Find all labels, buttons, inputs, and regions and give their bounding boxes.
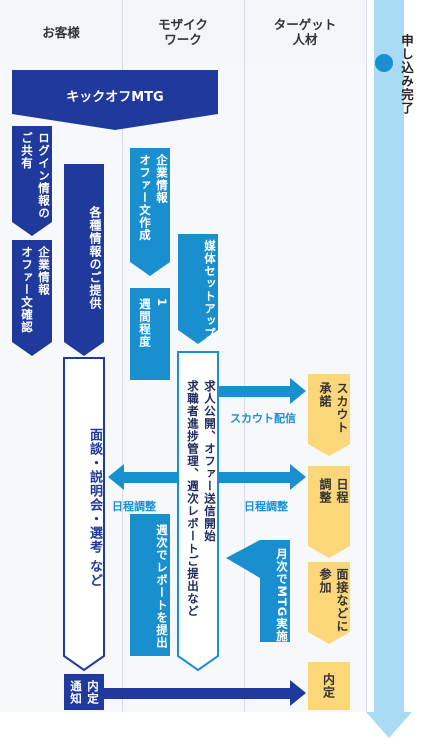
- column-header-target: ターゲット 人材: [273, 17, 337, 47]
- schedule-adjust-shape: [308, 466, 350, 558]
- scout-send-label: スカウト配信: [230, 412, 296, 425]
- info-provide-label: 各種情報のご提供: [88, 206, 102, 310]
- job-publish-label: 求人公開、オファー送信開始 求職者進捗管理、週次レポートご提出など: [186, 380, 217, 618]
- monthly-mtg-shape: [226, 540, 290, 642]
- schedule-adjust-label: 日程 調整: [318, 478, 349, 504]
- divider-1: [122, 0, 123, 712]
- schedule-right-label: 日程調整: [244, 500, 288, 513]
- login-share-label: ログイン情報の ご共有: [20, 132, 51, 220]
- company-offer-check-shape: [12, 240, 52, 356]
- interview-label: 面談・説明会・選考 など: [87, 428, 102, 588]
- monthly-mtg-label: 月次でMTG実施: [275, 548, 289, 643]
- timeline-label: 申し込み完了: [399, 34, 414, 115]
- kickoff-label: キックオフMTG: [66, 90, 164, 105]
- divider-3: [366, 0, 367, 712]
- naitei-arrow-body: [104, 688, 292, 699]
- info-provide-shape: [64, 164, 104, 356]
- timeline-dot: [375, 54, 393, 72]
- media-setup-label: 媒体セットアップ: [203, 240, 217, 340]
- login-share-shape: [12, 126, 52, 236]
- header-band: [0, 0, 366, 64]
- scout-send-arrowhead: [290, 378, 306, 404]
- naitei-notice-shape: [64, 674, 104, 710]
- schedule-right-arrow-body: [218, 472, 292, 483]
- naitei-notice-label: 内定 通知: [69, 679, 100, 705]
- scout-accept-label: スカウト 承諾: [318, 382, 349, 434]
- divider-2: [244, 0, 245, 712]
- naitei-shape: [308, 662, 350, 710]
- scout-accept-shape: [308, 374, 350, 456]
- interview-shape: [63, 357, 105, 672]
- naitei-label: 内定: [321, 673, 336, 699]
- timeline-arrowhead: [366, 712, 412, 738]
- schedule-left-arrowhead: [108, 464, 124, 490]
- schedule-right-arrowhead: [290, 464, 306, 490]
- one-week-label: 1 週間程度: [138, 298, 169, 348]
- company-offer-create-shape: [130, 148, 170, 276]
- schedule-left-label: 日程調整: [112, 500, 156, 513]
- interview-join-shape: [308, 562, 350, 644]
- naitei-arrowhead: [290, 680, 306, 706]
- scout-send-arrow-body: [218, 386, 292, 397]
- weekly-report-shape: [130, 514, 170, 656]
- column-header-mosaic: モザイク ワーク: [158, 17, 208, 47]
- kickoff-shape: [12, 70, 218, 130]
- interview-join-label: 面接などに 参加: [318, 568, 349, 633]
- timeline-bar: [374, 0, 404, 715]
- media-setup-shape: [178, 234, 218, 344]
- company-offer-create-label: 企業情報 オファー文作成: [138, 154, 169, 242]
- column-header-client: お客様: [42, 24, 80, 40]
- one-week-shape: [130, 288, 170, 380]
- weekly-report-label: 週次でレポートを提出: [155, 524, 169, 649]
- company-offer-check-label: 企業情報 オファー文確認: [20, 246, 51, 334]
- job-publish-shape: [177, 351, 219, 672]
- schedule-left-arrow-body: [122, 472, 178, 483]
